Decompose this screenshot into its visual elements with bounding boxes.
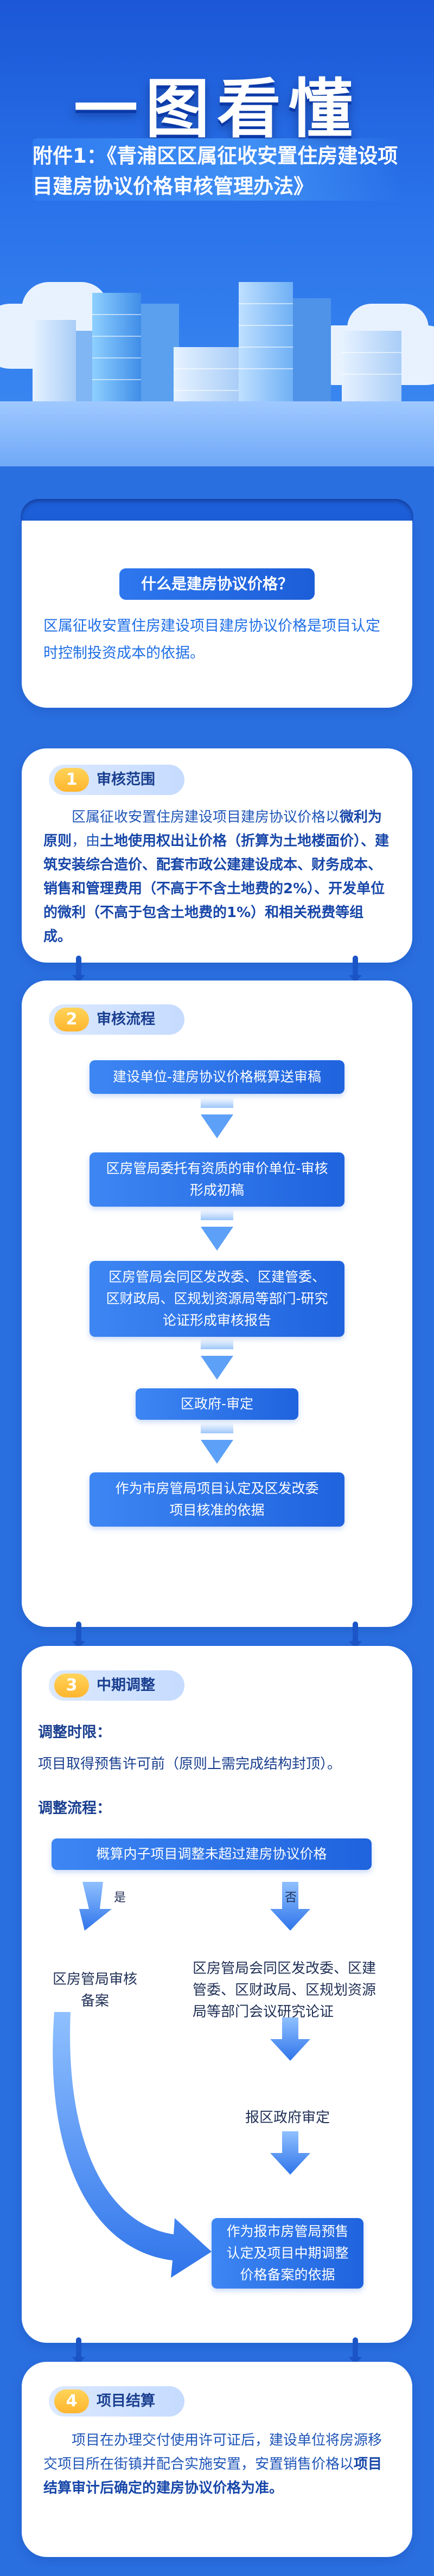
section-number: 4 [54,2389,89,2413]
settlement-highlight: 项目结算审计后确定的建房协议价格为准。 [43,2456,382,2496]
subtitle-background [33,138,401,201]
section-number: 1 [54,768,89,792]
intro-card [22,521,412,708]
section-tag: 2 审核流程 [49,1004,184,1035]
process-step: 区房管局委托有资质的审价单位-审核形成初稿 [90,1152,344,1207]
branch-arrows-graphic [53,1882,310,2278]
connector-hook [349,2337,362,2364]
section-number: 2 [54,1008,89,1031]
section-label: 审核范围 [97,771,155,788]
section-number: 3 [54,1674,89,1697]
ground-band [0,401,434,466]
branch-yes-label: 是 [114,1891,126,1905]
scope-highlight: 微利为原则 [43,809,382,849]
section-label: 审核流程 [97,1011,155,1028]
down-arrow-icon [201,1209,233,1251]
section-tag: 1 审核范围 [49,765,184,795]
section-label: 中期调整 [97,1677,155,1694]
adjust-check-step: 概算内子项目调整未超过建房协议价格 [52,1838,372,1870]
adjust-time-text: 项目取得预售许可前（原则上需完成结构封顶）。 [38,1756,342,1772]
connector-hook [349,956,362,983]
process-step: 区政府-审定 [136,1388,298,1420]
section-tag: 3 中期调整 [49,1670,184,1701]
left-branch-result: 区房管局审核备案 [52,1971,137,2009]
connector-hook [349,1622,362,1649]
down-arrow-icon [201,1338,233,1380]
intro-question: 什么是建房协议价格？ [119,568,315,600]
adjust-time-title: 调整时限： [38,1724,111,1741]
document-subtitle: 附件1：《青浦区区属征收安置住房建设项目建房协议价格审核管理办法》 [33,144,398,198]
down-arrow-icon [201,1422,233,1464]
connector-hook [72,1622,85,1649]
process-step: 区房管局会同区发改委、区建管委、区财政局、区规划资源局等部门-研究论证形成审核报… [90,1261,344,1337]
intro-answer: 区属征收安置住房建设项目建房协议价格是项目认定时控制投资成本的依据。 [43,618,380,662]
page-title: 一图看懂 [73,72,360,146]
hero-banner: 一图看懂 附件1：《青浦区区属征收安置住房建设项目建房协议价格审核管理办法》 [0,0,434,466]
adjust-flow-title: 调整流程： [38,1800,111,1817]
adjust-final-step: 作为报市房管局预售认定及项目中期调整价格备案的依据 [212,2218,363,2289]
process-step: 作为市房管局项目认定及区发改委项目核准的依据 [90,1472,344,1527]
right-branch-step: 区房管局会同区发改委、区建管委、区财政局、区规划资源局等部门会议研究论证 [193,1960,376,2020]
scope-text-part: ，由 [72,833,100,849]
right-branch-step2: 报区政府审定 [245,2110,330,2126]
connector-hook [72,956,85,983]
scope-text: 区属征收安置住房建设项目建房协议价格以微利为原则，由土地使用权出让价格（折算为土… [43,805,391,949]
section-tag: 4 项目结算 [49,2386,184,2417]
scope-text-part: 区属征收安置住房建设项目建房协议价格以 [72,809,340,825]
branch-no-label: 否 [285,1891,297,1905]
down-arrow-icon [201,1097,233,1138]
settlement-text-part: 项目在办理交付使用许可证后，建设单位将房源移交项目所在街镇并配合实施安置，安置销… [43,2432,382,2472]
settlement-text: 项目在办理交付使用许可证后，建设单位将房源移交项目所在街镇并配合实施安置，安置销… [43,2428,391,2500]
process-step: 建设单位-建房协议价格概算送审稿 [90,1060,344,1094]
connector-hook [72,2337,85,2364]
section-label: 项目结算 [97,2393,155,2410]
scope-highlight: 土地使用权出让价格（折算为土地楼面价）、建筑安装综合造价、配套市政公建建设成本、… [43,833,390,945]
